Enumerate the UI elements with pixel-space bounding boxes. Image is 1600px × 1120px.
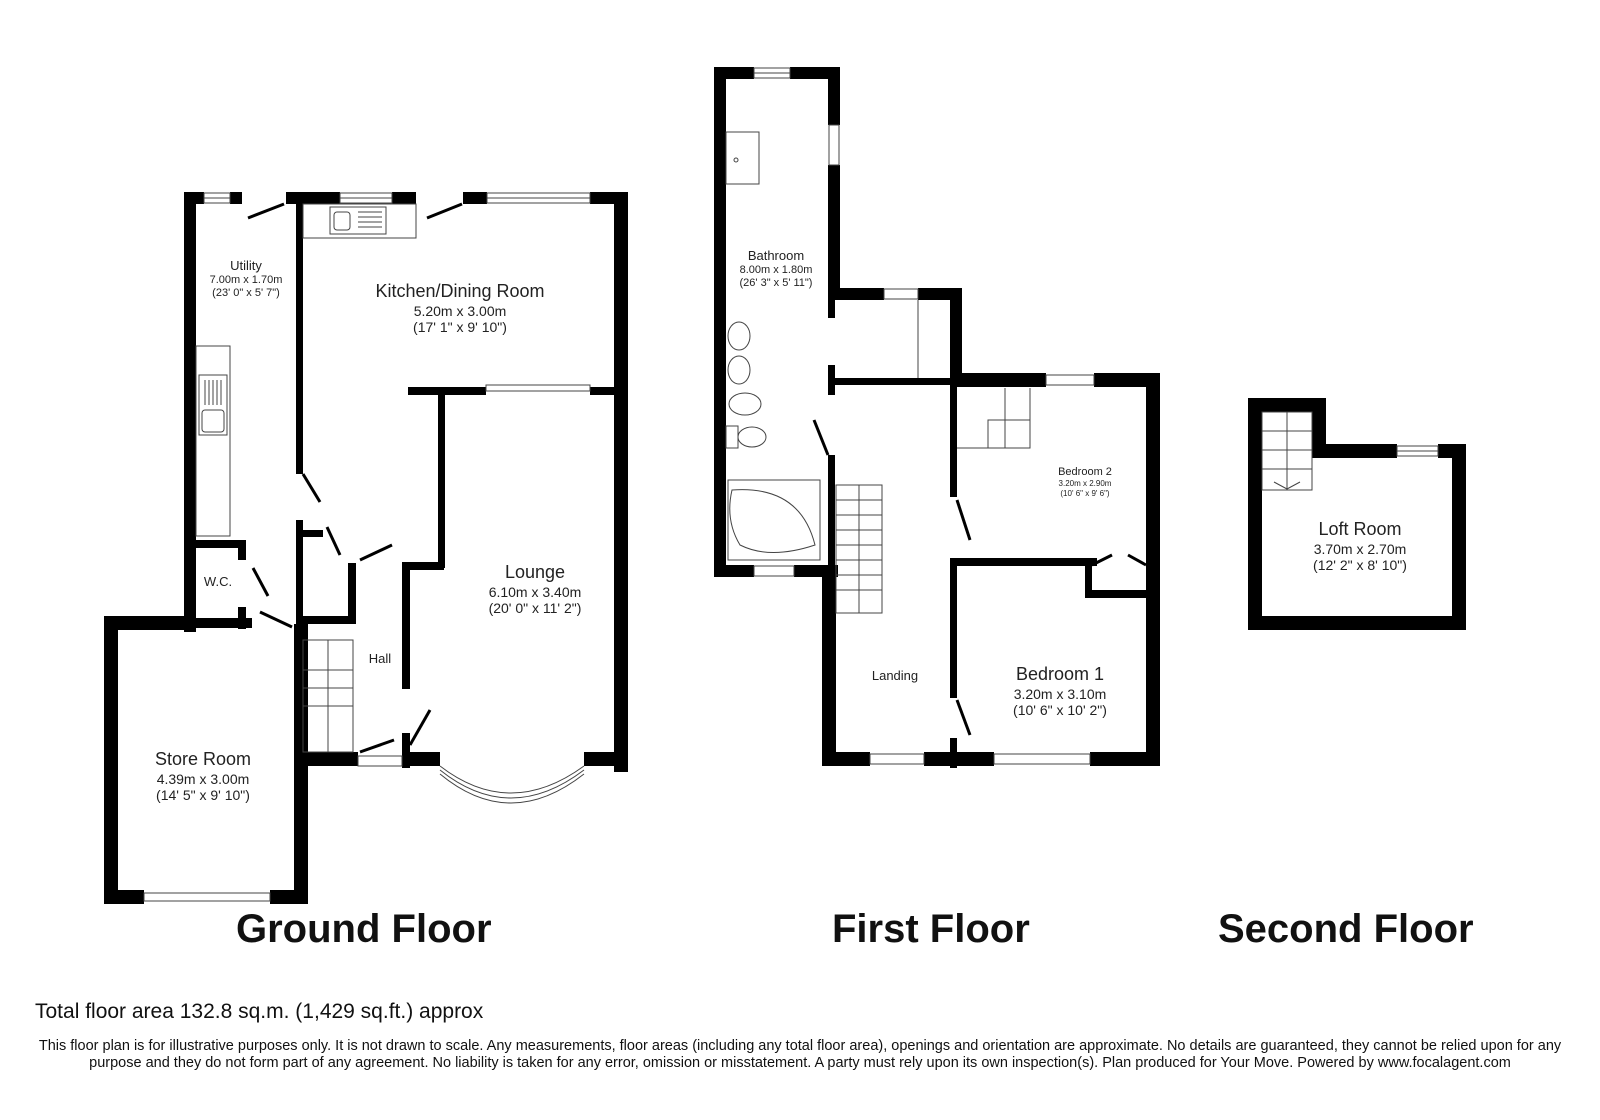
room-name: Kitchen/Dining Room xyxy=(375,281,545,301)
room-imperial: (17' 1" x 9' 10") xyxy=(413,319,507,336)
room-imperial: (26' 3" x 5' 11") xyxy=(739,276,813,289)
room-imperial: (10' 6" x 9' 6") xyxy=(1060,488,1110,498)
room-label-hall: Hall xyxy=(360,651,400,667)
room-metric: 3.20m x 2.90m xyxy=(1058,479,1112,489)
floor-title-first: First Floor xyxy=(832,907,1030,951)
room-label-wc: W.C. xyxy=(196,574,240,590)
total-floor-area: Total floor area 132.8 sq.m. (1,429 sq.f… xyxy=(35,1000,484,1023)
floor-title-second: Second Floor xyxy=(1218,907,1474,951)
room-name: Bathroom xyxy=(747,248,805,263)
first-floor-doors xyxy=(812,419,1147,736)
room-name: Bedroom 2 xyxy=(1058,466,1112,478)
disclaimer-text: This floor plan is for illustrative purp… xyxy=(38,1038,1562,1071)
room-label-utility: Utility 7.00m x 1.70m (23' 0" x 5' 7") xyxy=(196,258,296,300)
room-name: Store Room xyxy=(154,749,252,769)
room-imperial: (10' 6" x 10' 2") xyxy=(1013,702,1107,719)
second-floor-walls xyxy=(1248,398,1466,630)
room-label-landing: Landing xyxy=(860,668,930,684)
first-floor-fixtures xyxy=(725,67,1095,765)
room-label-bathroom: Bathroom 8.00m x 1.80m (26' 3" x 5' 11") xyxy=(726,248,826,290)
room-label-bedroom1: Bedroom 1 3.20m x 3.10m (10' 6" x 10' 2"… xyxy=(1000,664,1120,719)
ground-floor-walls xyxy=(104,192,628,904)
room-metric: 3.70m x 2.70m xyxy=(1313,540,1407,557)
room-label-kitchen: Kitchen/Dining Room 5.20m x 3.00m (17' 1… xyxy=(340,281,580,336)
room-name: Landing xyxy=(871,668,919,683)
room-name: Lounge xyxy=(504,562,566,582)
room-metric: 7.00m x 1.70m xyxy=(209,273,283,286)
first-floor-walls xyxy=(714,67,1160,768)
ground-floor-doors xyxy=(247,202,463,754)
room-name: W.C. xyxy=(203,574,233,589)
room-label-loft: Loft Room 3.70m x 2.70m (12' 2" x 8' 10"… xyxy=(1300,519,1420,574)
room-imperial: (23' 0" x 5' 7") xyxy=(212,286,280,299)
room-name: Hall xyxy=(368,651,392,666)
room-imperial: (14' 5" x 9' 10") xyxy=(156,787,250,804)
room-name: Utility xyxy=(230,258,262,273)
ground-floor-fixtures xyxy=(143,192,591,902)
room-metric: 8.00m x 1.80m xyxy=(739,263,813,276)
room-metric: 4.39m x 3.00m xyxy=(156,770,250,787)
second-floor-fixtures xyxy=(1261,411,1439,491)
room-metric: 6.10m x 3.40m xyxy=(488,583,582,600)
floor-title-ground: Ground Floor xyxy=(236,907,492,951)
room-imperial: (20' 0" x 11' 2") xyxy=(488,600,582,617)
room-label-bedroom2: Bedroom 2 3.20m x 2.90m (10' 6" x 9' 6") xyxy=(1040,466,1130,498)
room-metric: 3.20m x 3.10m xyxy=(1013,685,1107,702)
room-imperial: (12' 2" x 8' 10") xyxy=(1313,557,1407,574)
room-name: Bedroom 1 xyxy=(1015,664,1105,684)
room-name: Loft Room xyxy=(1318,519,1402,539)
room-metric: 5.20m x 3.00m xyxy=(413,302,507,319)
room-label-lounge: Lounge 6.10m x 3.40m (20' 0" x 11' 2") xyxy=(460,562,610,617)
room-label-store: Store Room 4.39m x 3.00m (14' 5" x 9' 10… xyxy=(128,749,278,804)
